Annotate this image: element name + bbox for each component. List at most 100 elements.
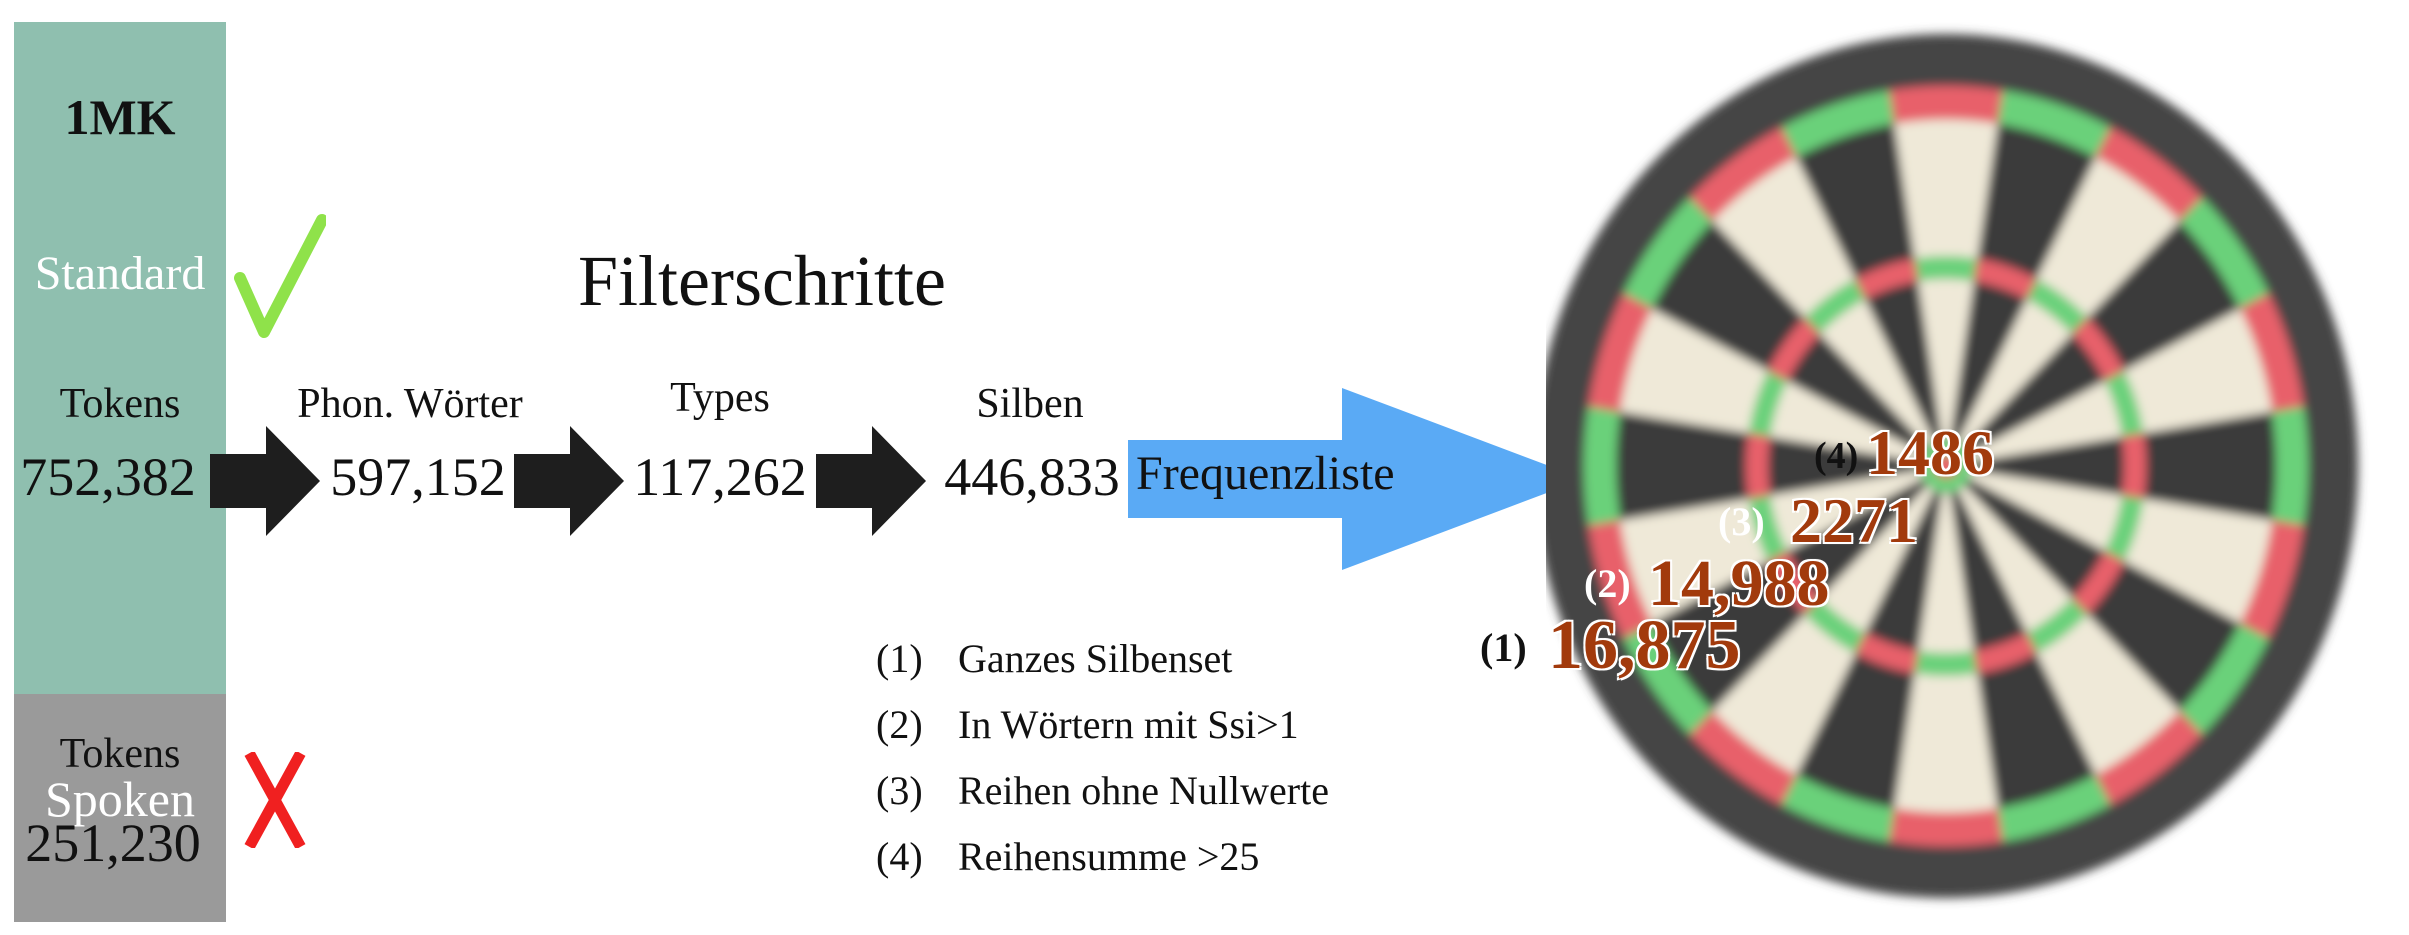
- dartboard-segment: [1973, 632, 2037, 674]
- dartboard-segment: [1914, 256, 1978, 282]
- dartboard-segment: [1690, 711, 1797, 805]
- dartboard-segment: [2095, 711, 2202, 805]
- dartboard-segment: [1918, 492, 1974, 653]
- dart-step-value: 2271: [1790, 485, 1918, 556]
- dartboard-segment: [1651, 220, 1805, 371]
- dartboard-segment: [1973, 258, 2037, 300]
- dartboard-segment: [1804, 598, 1866, 654]
- dartboard-segment: [1950, 281, 2027, 442]
- dartboard-segment: [1787, 333, 1928, 454]
- dartboard-segment: [1969, 470, 2122, 551]
- dartboard-segment: [1584, 406, 1621, 526]
- dartboard-segment: [1748, 370, 1788, 437]
- dartboard-segment: [1914, 650, 1978, 677]
- dartboard-segment: [1748, 495, 1788, 562]
- dartboard-segment: [1820, 485, 1935, 633]
- filter-step-text: Reihen ohne Nullwerte: [958, 768, 1329, 813]
- dart-step-value: 16,875: [1548, 607, 1741, 684]
- dart-step-label: (2): [1584, 561, 1631, 606]
- dartboard-segment: [1796, 123, 1915, 279]
- dartboard-segment: [1623, 623, 1713, 735]
- stage-value-phon-words: 597,152: [330, 447, 506, 507]
- dartboard-segment: [1855, 258, 1919, 300]
- corpus-name: 1MK: [64, 89, 176, 145]
- dartboard-segment: [1690, 127, 1797, 221]
- stage-label-phon-words: Phon. Wörter: [297, 381, 523, 427]
- spoken-label: Spoken: [45, 771, 195, 827]
- tokens-label: Tokens: [59, 381, 181, 427]
- dartboard-segment: [1918, 279, 1974, 440]
- dartboard-segment: [2026, 598, 2088, 654]
- stage-value-syllables: 446,833: [944, 447, 1120, 507]
- filter-step-number: (1): [876, 636, 923, 681]
- dartboard-icon: [1546, 34, 2358, 898]
- dartboard-segment: [1712, 157, 1856, 318]
- dartboard-segment: [1997, 90, 2111, 158]
- cross-icon: [244, 752, 306, 848]
- dartboard-segment: [2240, 293, 2304, 412]
- dartboard-segment: [2121, 433, 2146, 499]
- filter-step: (4) Reihensumme >25: [876, 824, 1329, 890]
- dartboard-segment: [1616, 411, 1749, 521]
- dartboard-segment: [1889, 808, 2003, 847]
- dartboard-segment: [1588, 293, 1652, 412]
- dartboard-segment: [1767, 317, 1821, 382]
- stage-value-types: 117,262: [633, 447, 807, 507]
- dartboard-segment: [1889, 85, 2003, 124]
- dartboard-segment: [2071, 317, 2125, 382]
- tokens-value: 752,382: [20, 447, 196, 507]
- dart-step-value: 1486: [1866, 417, 1994, 488]
- dartboard-segment: [1855, 632, 1919, 674]
- dartboard-segment: [1781, 90, 1895, 158]
- dartboard-segment: [1781, 774, 1895, 842]
- dartboard-segment: [1620, 308, 1768, 434]
- dartboard-segment: [1950, 490, 2027, 651]
- dart-step-value: 14,988: [1648, 547, 1830, 620]
- dartboard-segment: [2087, 220, 2241, 371]
- arrow-icon: [210, 426, 320, 536]
- standard-label: Standard: [34, 247, 206, 300]
- dartboard-segment: [1957, 299, 2072, 447]
- checkmark-icon: [234, 214, 326, 338]
- dartboard-segment: [2036, 157, 2180, 318]
- dartboard-segment: [1997, 774, 2111, 842]
- filter-steps-list: (1)Ganzes Silbenset (2)In Wörtern mit Ss…: [876, 626, 1329, 890]
- filter-step-text: Reihensumme >25: [958, 834, 1260, 879]
- dartboard-segment: [2104, 495, 2144, 562]
- dartboard-segment: [2124, 498, 2272, 624]
- dartboard-segment: [1712, 614, 1856, 775]
- dartboard-segment: [2071, 550, 2125, 615]
- dartboard-segment: [1767, 550, 1821, 615]
- dartboard-segment: [1971, 436, 2124, 496]
- dartboard-segment: [1820, 299, 1935, 447]
- dartboard-segment: [2143, 411, 2276, 521]
- arrow-icon: [816, 426, 926, 536]
- spoken-tokens-label: Tokens: [59, 731, 181, 777]
- dartboard-segment: [1787, 478, 1928, 599]
- filter-step-number: (2): [876, 702, 923, 747]
- dartboard-segment: [1796, 653, 1915, 809]
- dartboard-segment: [1964, 333, 2105, 454]
- dartboard-segment: [1623, 197, 1713, 309]
- dart-step-label: (1): [1480, 625, 1527, 670]
- dartboard-segment: [1894, 673, 1998, 813]
- dartboard-segment: [1588, 520, 1652, 639]
- dartboard-segment: [2179, 623, 2269, 735]
- dartboard-segment: [2104, 370, 2144, 437]
- dartboard-segment: [2026, 278, 2088, 334]
- dartboard-segment: [1865, 490, 1942, 651]
- dartboard-segment: [1770, 470, 1923, 551]
- frequency-arrow: [1128, 388, 1584, 570]
- dartboard-segment: [1770, 381, 1923, 462]
- dartboard-segment: [2179, 197, 2269, 309]
- stage-label-syllables: Silben: [976, 381, 1084, 427]
- filter-step-number: (4): [876, 834, 923, 879]
- filter-step: (1)Ganzes Silbenset: [876, 626, 1329, 692]
- dart-step-label: (4): [1814, 435, 1859, 477]
- dartboard-segment: [1768, 436, 1921, 496]
- dartboard-segment: [1977, 123, 2096, 279]
- filter-step: (2)In Wörtern mit Ssi>1: [876, 692, 1329, 758]
- dartboard-segment: [1620, 498, 1768, 624]
- filter-steps-title: Filterschritte: [578, 241, 946, 321]
- dartboard-segment: [2095, 127, 2202, 221]
